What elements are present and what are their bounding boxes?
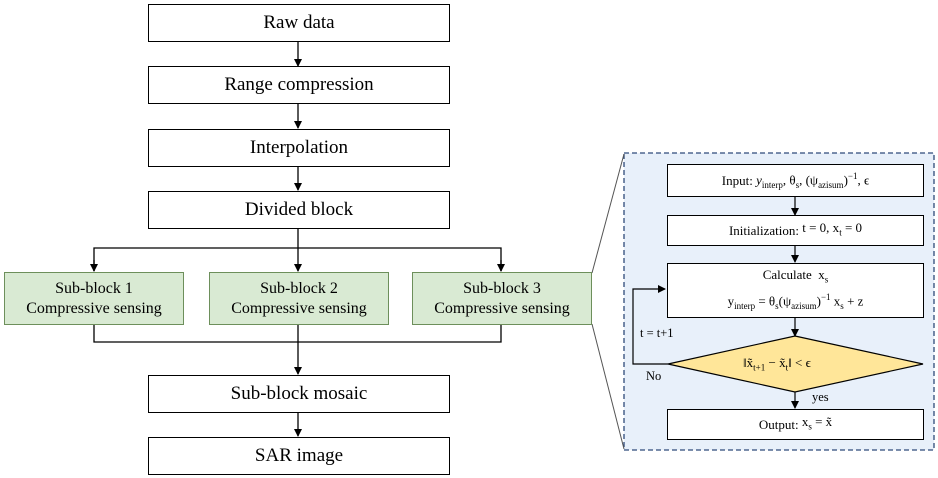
interpolation-box: Interpolation	[148, 129, 450, 167]
initialization-box: Initialization: t = 0, xt = 0	[667, 215, 924, 246]
divided-block-label: Divided block	[244, 199, 354, 220]
sub-block-2: Sub-block 2 Compressive sensing	[209, 272, 389, 325]
initialization-formula: t = 0, xt = 0	[802, 220, 863, 238]
input-box: Input: yinterp, θs, (ψazisum)−1, ϵ	[667, 164, 924, 197]
calculate-formula: yinterp = θs(ψazisum)−1 xs + z	[727, 291, 864, 311]
zoom-line-bottom	[591, 323, 625, 450]
loop-label: t = t+1	[640, 326, 674, 340]
yes-label: yes	[812, 390, 829, 404]
output-label: Output:	[758, 417, 799, 432]
decision-condition: ‖x̃t+1 − x̃t‖ < ϵ	[743, 355, 811, 373]
sar-image-box: SAR image	[148, 437, 450, 475]
sub-block-1-title: Sub-block 1	[55, 279, 133, 297]
sub-block-3-title: Sub-block 3	[463, 279, 541, 297]
sub-block-mosaic-label: Sub-block mosaic	[230, 383, 368, 404]
sub-block-mosaic-box: Sub-block mosaic	[148, 375, 450, 413]
sub-block-1: Sub-block 1 Compressive sensing	[4, 272, 184, 325]
calculate-label: Calculate	[762, 267, 812, 283]
no-label: No	[646, 369, 662, 383]
divided-block-box: Divided block	[148, 191, 450, 229]
sub-block-1-method: Compressive sensing	[26, 299, 162, 317]
calculate-box: Calculate xs yinterp = θs(ψazisum)−1 xs …	[667, 263, 924, 318]
output-formula: xs = x̃	[801, 414, 833, 432]
range-compression-label: Range compression	[224, 74, 374, 95]
zoom-line-top	[591, 153, 625, 274]
loop-arrow	[632, 285, 668, 365]
input-label: Input:	[721, 173, 753, 188]
sar-image-label: SAR image	[254, 445, 344, 466]
output-box: Output: xs = x̃	[667, 409, 924, 440]
raw-data-box: Raw data	[148, 4, 450, 42]
input-formula: yinterp, θs, (ψazisum)−1, ϵ	[756, 170, 870, 190]
range-compression-box: Range compression	[148, 66, 450, 104]
sub-block-3: Sub-block 3 Compressive sensing	[412, 272, 592, 325]
sub-block-2-method: Compressive sensing	[231, 299, 367, 317]
raw-data-label: Raw data	[263, 12, 335, 33]
interpolation-label: Interpolation	[249, 137, 349, 158]
sub-block-2-title: Sub-block 2	[260, 279, 338, 297]
decision-diamond	[667, 335, 924, 393]
calculate-line: Calculate xs	[762, 267, 829, 285]
split-line	[93, 247, 502, 271]
initialization-label: Initialization:	[728, 223, 799, 238]
sub-block-3-method: Compressive sensing	[434, 299, 570, 317]
